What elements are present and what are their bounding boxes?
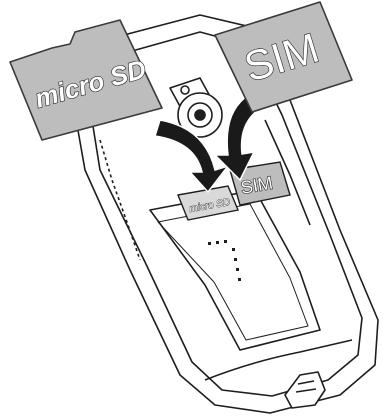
contact-dot [208, 242, 211, 245]
contact-dot [216, 241, 219, 244]
camera-lens-core [195, 110, 205, 120]
contact-dot [236, 268, 239, 271]
contact-dot [234, 258, 237, 261]
contact-dot [224, 240, 227, 243]
contact-dot [238, 278, 241, 281]
contact-dot [232, 248, 235, 251]
